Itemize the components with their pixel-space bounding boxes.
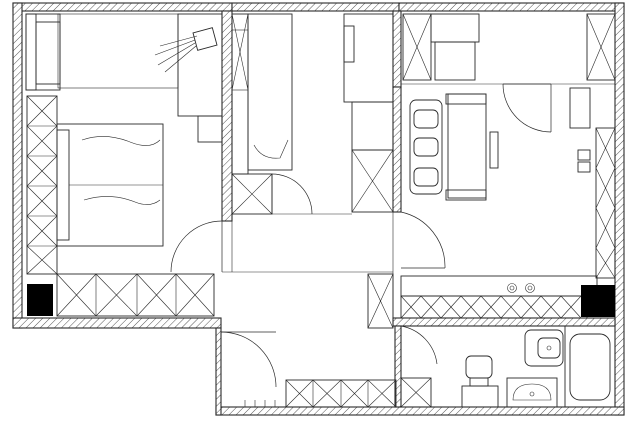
toilet-icon (461, 355, 499, 408)
cabinet-right (351, 149, 394, 213)
kitchen-room (400, 13, 616, 319)
structural-columns (27, 284, 615, 317)
washer-cabinet (400, 377, 432, 408)
shoe-rack (285, 379, 397, 408)
bidet-icon (524, 329, 564, 367)
living-door (271, 173, 352, 215)
bathtub-icon (564, 325, 616, 408)
double-bed (56, 123, 164, 247)
kitchen-worktop (400, 275, 598, 319)
lamp-icon (154, 27, 218, 73)
sofa (25, 13, 61, 91)
hall-cabinet (367, 273, 394, 329)
desk-right (343, 13, 394, 151)
cabinet-left (231, 173, 273, 215)
entry-door (220, 331, 277, 388)
living-room (231, 13, 394, 215)
single-bed (247, 13, 293, 171)
bathroom-door (400, 325, 438, 370)
kitchen-right-column (569, 87, 616, 279)
bedroom-room (25, 13, 223, 317)
coat-hooks (244, 400, 276, 407)
kitchen-upper-cabinets (401, 13, 616, 85)
bedroom-door (170, 220, 223, 273)
shelving-unit (231, 13, 249, 175)
hatched-walls (12, 2, 625, 416)
wardrobe-left (26, 95, 58, 275)
dining-table (409, 93, 499, 201)
rug (57, 13, 179, 89)
hall-kitchen-door (400, 211, 446, 269)
kitchen-door (502, 83, 552, 133)
wardrobe-bottom (56, 273, 215, 317)
desk (177, 13, 223, 143)
sink-icon (506, 377, 558, 408)
bathroom (400, 325, 616, 408)
hallway (220, 211, 446, 408)
